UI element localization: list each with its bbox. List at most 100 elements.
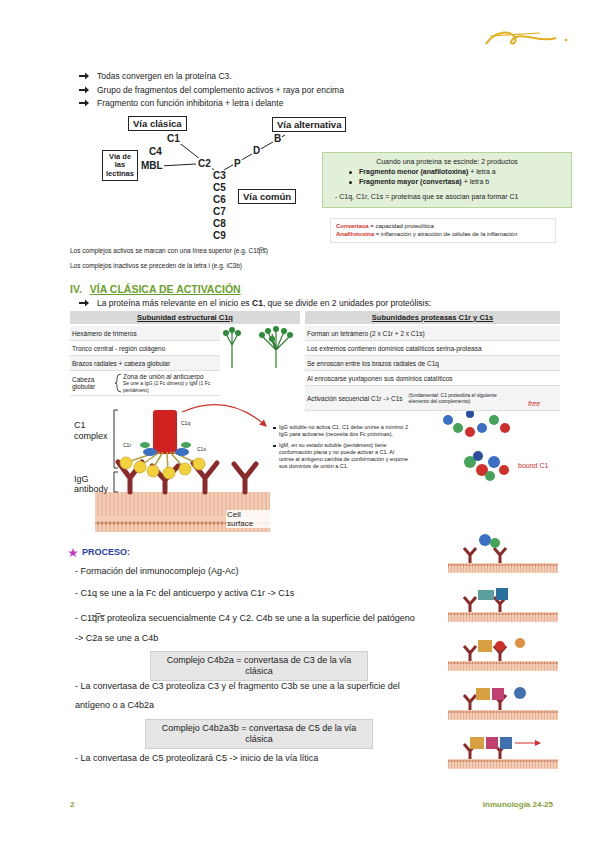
section-heading: IV. VÍA CLÁSICA DE ACTIVACIÓN	[70, 283, 241, 296]
figure-label: Cell surface	[226, 510, 270, 528]
table-cell: Forman un tetrámero (2 x C1r + 2 x C1s)	[307, 330, 425, 337]
table-cell: Se une a IgG (2 Fc dímero) y IgM (1 Fc p…	[123, 380, 220, 394]
table-cell: Los extremos contienen dominios catalíti…	[307, 345, 482, 352]
figure-label: C1 complex	[74, 420, 114, 442]
box-text: - C1q, C1r, C1s = proteínas que se asoci…	[335, 193, 518, 200]
pathway-box: Vía de las lectinas	[102, 150, 138, 181]
table-row: Cabeza globular Zona de unión al anticue…	[70, 371, 220, 396]
formula-box: Complejo C4b2a = convertasa de C3 de la …	[150, 651, 368, 681]
box-text: Cuando una proteína se escinde: 2 produc…	[376, 158, 518, 165]
box-text: Fragmento menor (anafilotoxina)	[359, 168, 468, 175]
box-text: = capacidad proteolítica	[370, 223, 434, 229]
table-cell: Hexámero de trímeros	[72, 330, 137, 337]
box-text: + letra a	[470, 168, 496, 175]
component-letter: C3	[212, 170, 227, 181]
text-row: Cuando una proteína se escinde: 2 produc…	[331, 157, 563, 167]
table-row: Al enroscarse yuxtaponen sus dominios ca…	[305, 371, 560, 386]
footnote: Los complejos activos se marcan con una …	[70, 247, 268, 255]
text-row: Fragmento menor (anafilotoxina) + letra …	[331, 167, 563, 177]
figure-label: C1s	[196, 446, 207, 452]
component-letter: C5	[212, 182, 227, 193]
step-text: - C1q se une a la Fc del anticuerpo y ac…	[75, 584, 425, 603]
running-footer: Inmunología 24-25	[483, 800, 553, 810]
section-heading: PROCESO:	[82, 547, 130, 558]
box-text: Complejo C4b2a = convertasa de C3 de la …	[159, 655, 359, 677]
pathway-box: Vía común	[238, 189, 296, 204]
box-text: Vía alternativa	[277, 119, 341, 130]
component-letter: MBL	[140, 160, 164, 171]
table-header: Subunidad estructural C1q	[70, 311, 300, 324]
note-list: IgG soluble no activa C1. C1 debe unirse…	[272, 424, 410, 474]
note-box: Cuando una proteína se escinde: 2 produc…	[322, 152, 572, 208]
bullet-text: Todas convergen en la proteína C3.	[97, 71, 232, 81]
note-text: IgG soluble no activa C1. C1 debe unirse…	[272, 424, 410, 438]
table-cell: (fundamental: C1 proteoliza el siguiente…	[409, 392, 519, 405]
pathway-box: Vía alternativa	[272, 117, 346, 132]
note-text: IgM, en su estado soluble (pentámero) ti…	[272, 442, 410, 470]
figure-label: C1q	[180, 420, 191, 426]
table-row: Hexámero de trímeros	[70, 326, 220, 341]
table-header: Subunidades proteasas C1r y C1s	[305, 311, 560, 324]
table-cell: Tronco central - región colágeno	[72, 345, 165, 352]
section-number: IV.	[70, 283, 82, 295]
box-text: Convertasa	[336, 223, 369, 229]
text-row: - C1q, C1r, C1s = proteínas que se asoci…	[331, 192, 563, 202]
table-cell: Brazos radiales + cabeza globular	[72, 360, 170, 367]
step-text: - Formación del inmunocomplejo (Ag-Ac)	[75, 562, 425, 581]
bullet-text: Fragmento con función inhibitoria + letr…	[97, 98, 283, 108]
bullet-text: Grupo de fragmentos del complemento acti…	[97, 85, 344, 95]
table-cell: Se enroscan entre los brazos radiales de…	[307, 360, 439, 367]
step-text: - La convertasa de C3 proteoliza C3 y el…	[75, 677, 420, 715]
component-letter: C7	[212, 206, 227, 217]
table-column: Forman un tetrámero (2 x C1r + 2 x C1s) …	[305, 326, 560, 411]
figure-label: free	[528, 400, 540, 408]
box-text: Vía de las lectinas	[105, 153, 135, 178]
box-text: Anafilotoxina	[336, 231, 374, 237]
box-text: Complejo C4b2a3b = convertasa de C5 de l…	[154, 723, 364, 745]
table-cell: Activación secuencial C1r -> C1s	[307, 395, 403, 402]
section-title: VÍA CLÁSICA DE ACTIVACIÓN	[90, 283, 241, 295]
component-letter: P	[233, 158, 242, 169]
component-letter: B	[273, 133, 282, 144]
table-cell: Zona de unión al anticuerpo	[123, 373, 220, 380]
table-column: Hexámero de trímeros Tronco central - re…	[70, 326, 220, 396]
footnote: Los complejos inactivos se preceden de l…	[70, 262, 242, 270]
box-text: Fragmento mayor (convertasa)	[359, 178, 462, 185]
box-text: + letra b	[464, 178, 490, 185]
table-row: Activación secuencial C1r -> C1s (fundam…	[305, 386, 560, 411]
box-text: Subunidades proteasas C1r y C1s	[308, 313, 557, 322]
component-letter: C6	[212, 194, 227, 205]
box-text: Vía clásica	[133, 118, 182, 129]
step-text: - C1q̅r̅s̅ proteoliza secuencialmente C4…	[75, 608, 420, 648]
box-text: = inflamación y atracción de células de …	[376, 231, 518, 237]
text-row: Anafilotoxina = inflamación y atracción …	[336, 230, 550, 238]
pathway-box: Vía clásica	[128, 116, 187, 131]
table-row: Los extremos contienen dominios catalíti…	[305, 341, 560, 356]
box-text: Subunidad estructural C1q	[73, 313, 297, 322]
page-number: 2	[70, 800, 74, 810]
table-row: Tronco central - región colágeno	[70, 341, 220, 356]
table-row: Forman un tetrámero (2 x C1r + 2 x C1s)	[305, 326, 560, 341]
table-row: Se enroscan entre los brazos radiales de…	[305, 356, 560, 371]
definition-box: Convertasa = capacidad proteolíticaAnafi…	[330, 218, 556, 243]
bullet-text: , que se divide en 2 unidades por proteó…	[263, 298, 431, 308]
bullet-text: La proteína más relevante en el inicio e…	[97, 298, 250, 308]
component-letter: D	[252, 145, 261, 156]
bullet-text: C1	[252, 298, 263, 308]
brace-lines: Zona de unión al anticuerpo Se une a IgG…	[123, 373, 220, 394]
figure-label: IgG antibody	[74, 474, 112, 494]
step-text: - La convertasa de C5 proteolizará C5 ->…	[75, 749, 425, 768]
table-cell: Al enroscarse yuxtaponen sus dominios ca…	[307, 375, 453, 382]
component-letter: C8	[212, 218, 227, 229]
text-row: Fragmento mayor (convertasa) + letra b	[331, 177, 563, 187]
component-letter: C9	[212, 230, 227, 241]
figure-label: C1r	[122, 442, 132, 448]
brace	[114, 373, 121, 393]
figure-label: bound C1	[518, 462, 548, 470]
text-row: Convertasa = capacidad proteolítica	[336, 222, 550, 230]
box-text: Vía común	[243, 191, 291, 202]
bullet-line: La proteína más relevante en el inicio e…	[97, 298, 431, 308]
table-cell: Cabeza globular	[72, 376, 112, 390]
component-letter: C2	[197, 158, 212, 169]
